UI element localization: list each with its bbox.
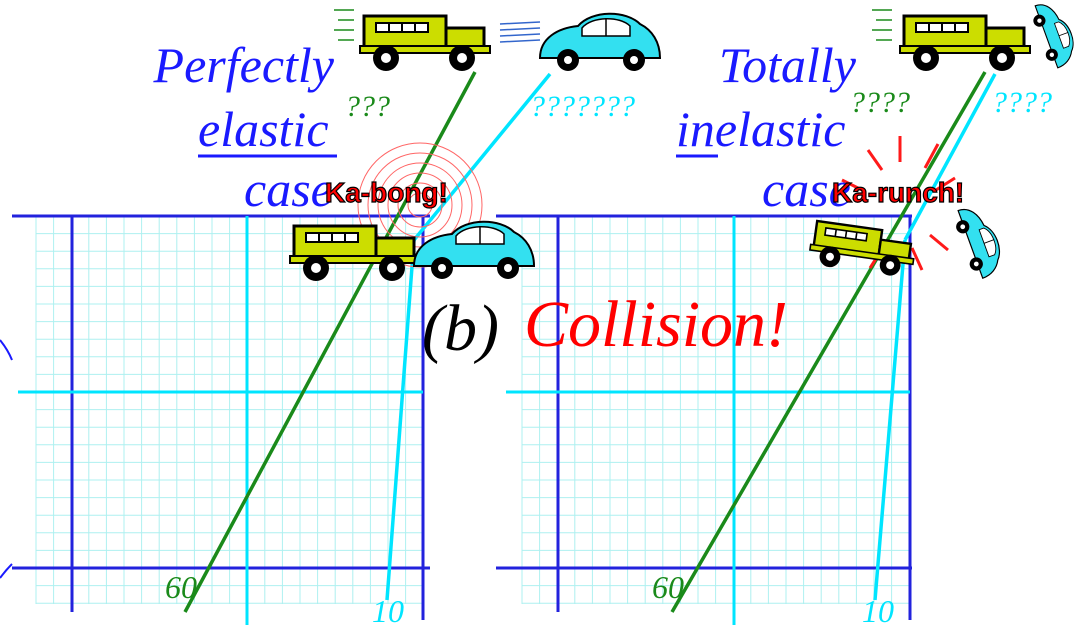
right-title-line2: inelastic	[676, 101, 845, 157]
left-title-line3: case	[244, 161, 333, 217]
left-truck-worldline	[183, 71, 477, 613]
right-title-line3: case	[762, 161, 851, 217]
collision-label: Collision!	[524, 288, 788, 361]
truck-icon	[358, 14, 492, 73]
speed-lines-icon	[333, 9, 355, 41]
truck-icon	[898, 14, 1032, 73]
car-icon	[539, 12, 661, 72]
speed-lines-icon	[871, 9, 893, 41]
part-label: (b)	[422, 292, 499, 365]
right-title-line1: Totally	[719, 37, 857, 93]
left-truck-speed-unknown: ???	[345, 90, 390, 123]
right-car-worldline	[873, 239, 907, 601]
left-axes	[12, 214, 430, 625]
left-worldlines	[183, 71, 552, 613]
left-car-initial-speed: 10	[372, 593, 404, 629]
left-title-line2: elastic	[198, 101, 329, 157]
right-truck-initial-speed: 60	[652, 569, 684, 605]
left-car-after-line	[412, 72, 552, 242]
left-title-line1: Perfectly	[153, 37, 335, 93]
left-impact-text: Ka-bong!	[325, 177, 448, 208]
truck-icon	[288, 224, 422, 283]
car-icon	[1027, 0, 1080, 71]
right-car-after-line	[903, 73, 997, 241]
car-icon	[950, 200, 1009, 282]
left-car-worldline	[385, 239, 416, 601]
right-car-speed-unknown: ????	[992, 86, 1052, 119]
left-car-speed-unknown: ???????	[530, 90, 635, 123]
truck-icon	[806, 219, 919, 280]
edge-arc	[0, 339, 13, 361]
right-grid	[521, 215, 910, 604]
right-impact-text: Ka-runch!	[832, 177, 964, 208]
car-icon	[413, 220, 535, 280]
right-car-initial-speed: 10	[862, 593, 894, 629]
left-truck-initial-speed: 60	[165, 569, 197, 605]
right-truck-speed-unknown: ????	[850, 86, 910, 119]
edge-arc	[0, 563, 13, 579]
right-axes	[496, 214, 912, 625]
speed-lines-icon	[499, 21, 541, 43]
right-truck-worldline	[670, 71, 987, 613]
right-worldlines	[670, 71, 997, 613]
